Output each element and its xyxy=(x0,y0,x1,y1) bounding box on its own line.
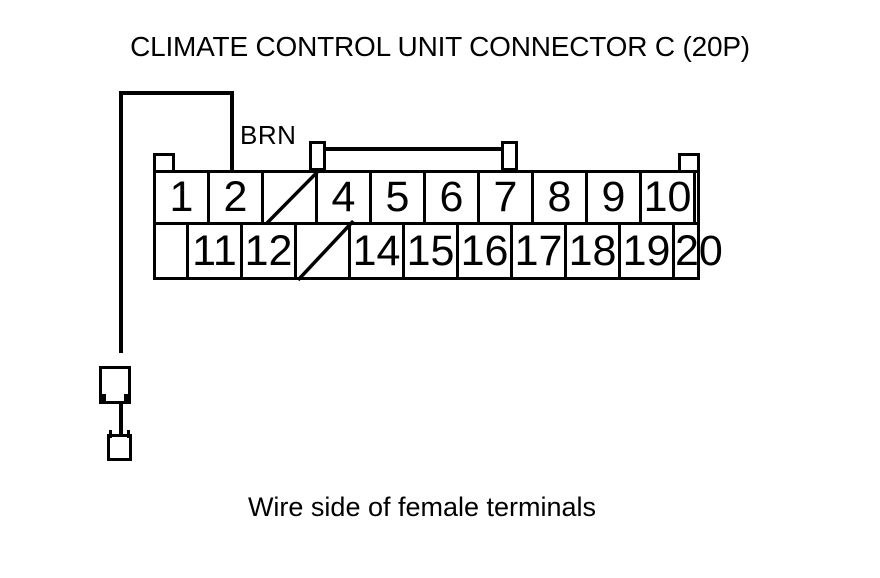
wire-color-label: BRN xyxy=(240,120,297,150)
pin-cell-11: 11 xyxy=(189,225,243,277)
page-title: CLIMATE CONTROL UNIT CONNECTOR C (20P) xyxy=(130,31,750,62)
no-pin-cell-13 xyxy=(296,219,355,282)
pin-cell-15: 15 xyxy=(405,225,459,277)
terminal-connector-symbol-female xyxy=(99,366,131,404)
pin-cell-17: 17 xyxy=(513,225,567,277)
pin-cell-5: 5 xyxy=(372,173,426,222)
connector-lock-post-left xyxy=(309,141,326,171)
pin-row-bottom: 11 12 14 15 16 17 18 19 20 xyxy=(153,219,723,282)
diagram-caption: Wire side of female terminals xyxy=(247,492,597,522)
no-pin-diagonal-icon xyxy=(296,219,355,282)
pin-cell-14: 14 xyxy=(351,225,405,277)
terminal-tick xyxy=(127,430,130,438)
pin-cell-7: 7 xyxy=(480,173,534,222)
blank-cell-top-right xyxy=(696,173,697,222)
wire-segment-horizontal xyxy=(119,91,234,95)
pin-cell-18: 18 xyxy=(567,225,621,277)
pin-row-top: 1 2 4 5 6 7 8 9 10 xyxy=(153,167,700,227)
wire-segment-to-pin-2 xyxy=(230,91,234,172)
pin-cell-16: 16 xyxy=(459,225,513,277)
no-pin-diagonal-icon xyxy=(263,167,322,227)
wire-segment-between-terminals xyxy=(119,402,123,435)
pin-cell-1: 1 xyxy=(156,173,210,222)
pin-cell-6: 6 xyxy=(426,173,480,222)
pin-cell-9: 9 xyxy=(588,173,642,222)
pin-cell-10: 10 xyxy=(642,173,696,222)
pin-cell-2: 2 xyxy=(210,173,264,222)
terminal-tick xyxy=(124,394,128,401)
blank-cell-bottom-left xyxy=(156,225,189,277)
pin-cell-8: 8 xyxy=(534,173,588,222)
pin-cell-12: 12 xyxy=(243,225,297,277)
terminal-tick xyxy=(102,394,106,401)
pin-cell-4: 4 xyxy=(318,173,372,222)
wire-segment-left-vertical xyxy=(119,91,123,353)
terminal-connector-symbol-male xyxy=(107,430,132,461)
terminal-tick xyxy=(109,430,112,438)
pin-cell-20: 20 xyxy=(675,226,723,275)
connector-lock-bar xyxy=(315,147,511,151)
connector-lock-post-right xyxy=(501,141,518,171)
no-pin-cell-3 xyxy=(263,167,322,227)
pin-cell-19: 19 xyxy=(621,225,675,277)
